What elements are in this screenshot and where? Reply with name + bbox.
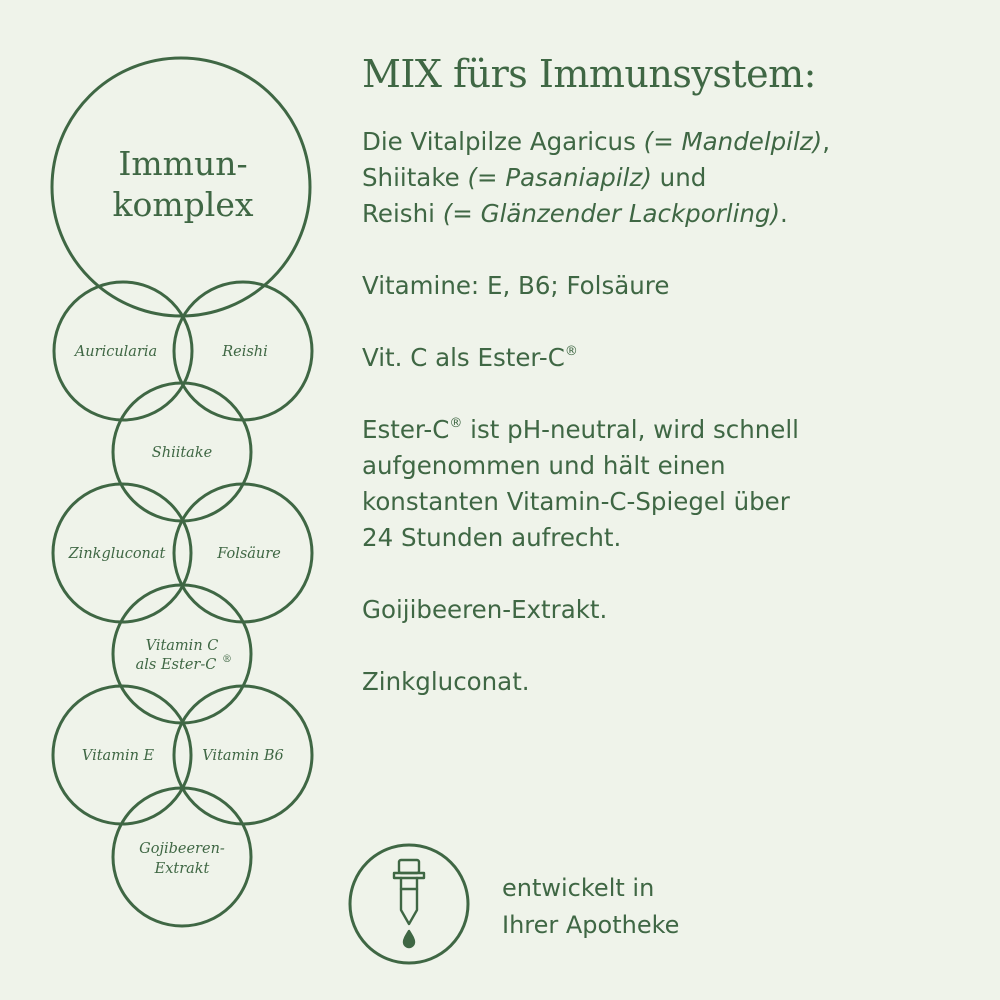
circle-vitamin-c: Vitamin C als Ester-C ® bbox=[111, 583, 253, 725]
text: 24 Stunden aufrecht. bbox=[362, 523, 622, 552]
circle-immunkomplex: Immun- komplex bbox=[50, 56, 312, 318]
text: Reishi bbox=[362, 199, 443, 228]
paragraph-vitalpilze: Die Vitalpilze Agaricus (= Mandelpilz), … bbox=[362, 124, 982, 232]
text-italic: (= Mandelpilz) bbox=[643, 127, 823, 156]
dropper-icon bbox=[392, 858, 426, 949]
immunkomplex-line2: komplex bbox=[113, 185, 254, 224]
badge bbox=[348, 843, 470, 965]
circle-zinkgluconat: Zinkgluconat bbox=[51, 482, 193, 624]
label-shiitake: Shiitake bbox=[152, 445, 212, 461]
text: Ester-C bbox=[362, 415, 450, 444]
registered-mark: ® bbox=[564, 344, 578, 359]
paragraph-vitamine: Vitamine: E, B6; Folsäure bbox=[362, 271, 670, 300]
text: Die Vitalpilze Agaricus bbox=[362, 127, 644, 156]
circle-reishi: Reishi bbox=[172, 280, 314, 422]
immunkomplex-line1: Immun- bbox=[118, 144, 247, 183]
label-folsaeure: Folsäure bbox=[216, 546, 281, 562]
paragraph-zink: Zinkgluconat. bbox=[362, 667, 530, 696]
label-gojibeeren-line2: Extrakt bbox=[154, 861, 210, 877]
circle-folsaeure: Folsäure bbox=[172, 482, 314, 624]
text: aufgenommen und hält einen bbox=[362, 451, 726, 480]
text: und bbox=[651, 163, 707, 192]
text: konstanten Vitamin-C-Spiegel über bbox=[362, 487, 790, 516]
badge-line2: Ihrer Apotheke bbox=[502, 911, 680, 939]
text-italic: (= Glänzender Lackporling) bbox=[442, 199, 781, 228]
text: Shiitake bbox=[362, 163, 468, 192]
label-vitamin-b6: Vitamin B6 bbox=[202, 748, 284, 764]
text: . bbox=[780, 199, 788, 228]
registered-mark: ® bbox=[449, 416, 463, 431]
badge-text: entwickelt in Ihrer Apotheke bbox=[502, 870, 679, 944]
label-reishi: Reishi bbox=[221, 344, 268, 360]
circle-shiitake: Shiitake bbox=[111, 381, 253, 523]
paragraph-ester-c: Ester-C® ist pH-neutral, wird schnell au… bbox=[362, 412, 982, 556]
text-italic: (= Pasaniapilz) bbox=[467, 163, 652, 192]
paragraph-goji: Goijibeeren-Extrakt. bbox=[362, 595, 608, 624]
label-zinkgluconat: Zinkgluconat bbox=[68, 546, 166, 562]
label-auricularia: Auricularia bbox=[73, 344, 157, 360]
label-gojibeeren-line1: Gojibeeren- bbox=[139, 841, 225, 857]
text: Vit. C als Ester-C bbox=[362, 343, 565, 372]
paragraph-vit-c: Vit. C als Ester-C® bbox=[362, 340, 982, 376]
text: ist pH-neutral, wird schnell bbox=[462, 415, 799, 444]
registered-mark: ® bbox=[222, 654, 232, 665]
circle-gojibeeren: Gojibeeren- Extrakt bbox=[111, 786, 253, 928]
label-vitamin-c-line2: als Ester-C bbox=[136, 657, 217, 673]
label-vitamin-c-line1: Vitamin C bbox=[146, 638, 219, 654]
description: Die Vitalpilze Agaricus (= Mandelpilz), … bbox=[362, 124, 982, 700]
badge-circle bbox=[348, 843, 470, 965]
circle-vitamin-b6: Vitamin B6 bbox=[172, 684, 314, 826]
text: , bbox=[822, 127, 831, 156]
label-vitamin-e: Vitamin E bbox=[82, 748, 155, 764]
circle-auricularia: Auricularia bbox=[52, 280, 194, 422]
page-title: MIX fürs Immunsystem: bbox=[362, 52, 816, 96]
circle-vitamin-e: Vitamin E bbox=[51, 684, 193, 826]
badge-line1: entwickelt in bbox=[502, 874, 655, 902]
